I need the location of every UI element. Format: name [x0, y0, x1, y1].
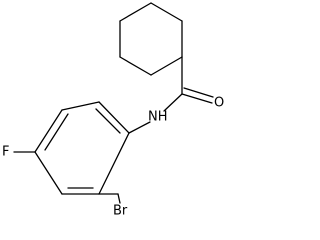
amide-group — [128, 56, 214, 134]
bond — [163, 93, 183, 112]
bond — [34, 109, 63, 153]
bond — [150, 56, 183, 76]
nh-label: NH — [148, 110, 168, 125]
double-bond — [95, 108, 121, 134]
oxygen-label: O — [214, 96, 224, 111]
bond — [150, 2, 183, 22]
structure-diagram: O NH F Br — [2, 2, 224, 219]
fluorine-label: F — [2, 145, 9, 160]
bond — [98, 132, 130, 195]
bond — [119, 2, 152, 22]
bond — [61, 101, 100, 111]
bond — [117, 193, 121, 204]
double-bond — [44, 113, 69, 151]
double-bond — [181, 93, 213, 104]
cyclohexane-ring — [119, 2, 183, 76]
bond — [34, 151, 63, 195]
bond — [98, 101, 130, 134]
double-bond — [183, 87, 214, 98]
bond — [119, 56, 152, 76]
bond — [128, 121, 151, 134]
benzene-ring — [34, 101, 130, 195]
bromine-label: Br — [113, 204, 128, 219]
